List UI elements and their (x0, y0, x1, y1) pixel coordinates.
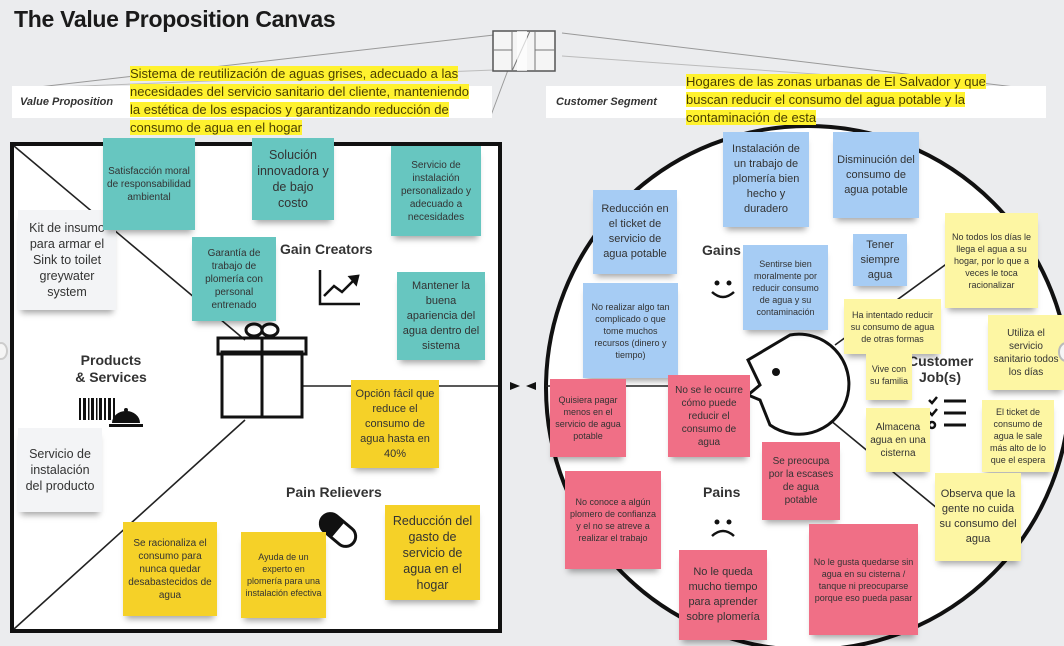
gain-sticky[interactable]: No realizar algo tan complicado o que to… (583, 283, 678, 378)
customer-job-sticky[interactable]: Utiliza el servicio sanitario todos los … (988, 315, 1064, 390)
pain-sticky[interactable]: Quisiera pagar menos en el servicio de a… (550, 379, 626, 457)
pill-icon (318, 512, 358, 548)
canvas-thumbnail-icon (492, 30, 556, 72)
customer-job-sticky[interactable]: Almacena agua en una cisterna (866, 408, 930, 472)
pain-reliever-sticky[interactable]: Ayuda de un experto en plomería para una… (241, 532, 326, 618)
arrow-right-icon (510, 382, 520, 390)
gain-sticky[interactable]: Disminución del consumo de agua potable (833, 132, 919, 218)
left-scroll-handle[interactable] (0, 342, 8, 360)
gains-label: Gains (702, 242, 741, 258)
products-services-label-line2: & Services (75, 369, 147, 385)
product-service-sticky[interactable]: Kit de insumo para armar el Sink to toil… (18, 210, 116, 310)
customer-job-sticky[interactable]: Ha intentado reducir su consumo de agua … (844, 299, 941, 354)
gain-creator-sticky[interactable]: Satisfacción moral de responsabilidad am… (103, 138, 195, 230)
gain-sticky[interactable]: Sentirse bien moralmente por reducir con… (743, 245, 828, 330)
customer-jobs-label-line1: Customer (908, 353, 974, 369)
gift-icon (216, 322, 308, 419)
page-title: The Value Proposition Canvas (14, 6, 336, 32)
customer-face-icon (745, 332, 851, 436)
pain-sticky[interactable]: No le gusta quedarse sin agua en su cist… (809, 524, 918, 635)
gain-creator-sticky[interactable]: Solución innovadora y de bajo costo (252, 138, 334, 220)
gain-sticky[interactable]: Tener siempre agua (853, 234, 907, 286)
pain-reliever-sticky[interactable]: Se racionaliza el consumo para nunca que… (123, 522, 217, 616)
customer-job-sticky[interactable]: No todos los días le llega el agua a su … (945, 213, 1038, 308)
pain-relievers-label: Pain Relievers (286, 484, 382, 500)
pain-sticky[interactable]: No se le ocurre cómo puede reducir el co… (668, 375, 750, 457)
value-proposition-statement-text: Sistema de reutilización de aguas grises… (130, 66, 469, 135)
customer-segment-statement: Hogares de las zonas urbanas de El Salva… (686, 73, 1026, 127)
smile-icon (711, 280, 735, 299)
frown-icon (711, 519, 735, 537)
customer-job-sticky[interactable]: Vive con su familia (866, 350, 912, 400)
arrow-left-icon (526, 382, 536, 390)
pain-sticky[interactable]: No le queda mucho tiempo para aprender s… (679, 550, 767, 640)
pain-reliever-sticky[interactable]: Opción fácil que reduce el consumo de ag… (351, 380, 439, 468)
perspective-line (489, 69, 509, 119)
customer-job-sticky[interactable]: Observa que la gente no cuida su consumo… (935, 473, 1021, 561)
product-service-sticky[interactable]: Servicio de instalación del producto (18, 428, 102, 512)
customer-segment-label: Customer Segment (556, 96, 657, 108)
gain-creator-sticky[interactable]: Garantía de trabajo de plomería con pers… (192, 237, 276, 321)
products-services-label-line1: Products (80, 352, 142, 368)
products-services-label: Products & Services (70, 352, 152, 386)
gain-creators-label: Gain Creators (280, 241, 373, 257)
pains-label: Pains (703, 484, 741, 500)
value-proposition-label: Value Proposition (20, 96, 114, 108)
barcode-bell-icon (79, 398, 143, 427)
customer-segment-statement-text: Hogares de las zonas urbanas de El Salva… (686, 74, 986, 125)
value-proposition-statement: Sistema de reutilización de aguas grises… (130, 65, 480, 137)
customer-jobs-label: Customer Job(s) (908, 353, 974, 385)
pain-reliever-sticky[interactable]: Reducción del gasto de servicio de agua … (385, 505, 480, 600)
customer-job-sticky[interactable]: El ticket de consumo de agua le sale más… (982, 400, 1054, 472)
pain-sticky[interactable]: No conoce a algún plomero de confianza y… (565, 471, 661, 569)
customer-jobs-label-line2: Job(s) (919, 369, 961, 385)
pain-sticky[interactable]: Se preocupa por la escases de agua potab… (762, 442, 840, 520)
gain-sticky[interactable]: Reducción en el ticket de servicio de ag… (593, 190, 677, 274)
gain-sticky[interactable]: Instalación de un trabajo de plomería bi… (723, 132, 809, 227)
gain-creator-sticky[interactable]: Mantener la buena apariencia del agua de… (397, 272, 485, 360)
perspective-line (29, 34, 495, 89)
gain-creator-sticky[interactable]: Servicio de instalación personalizado y … (391, 146, 481, 236)
growth-chart-icon (318, 270, 360, 306)
